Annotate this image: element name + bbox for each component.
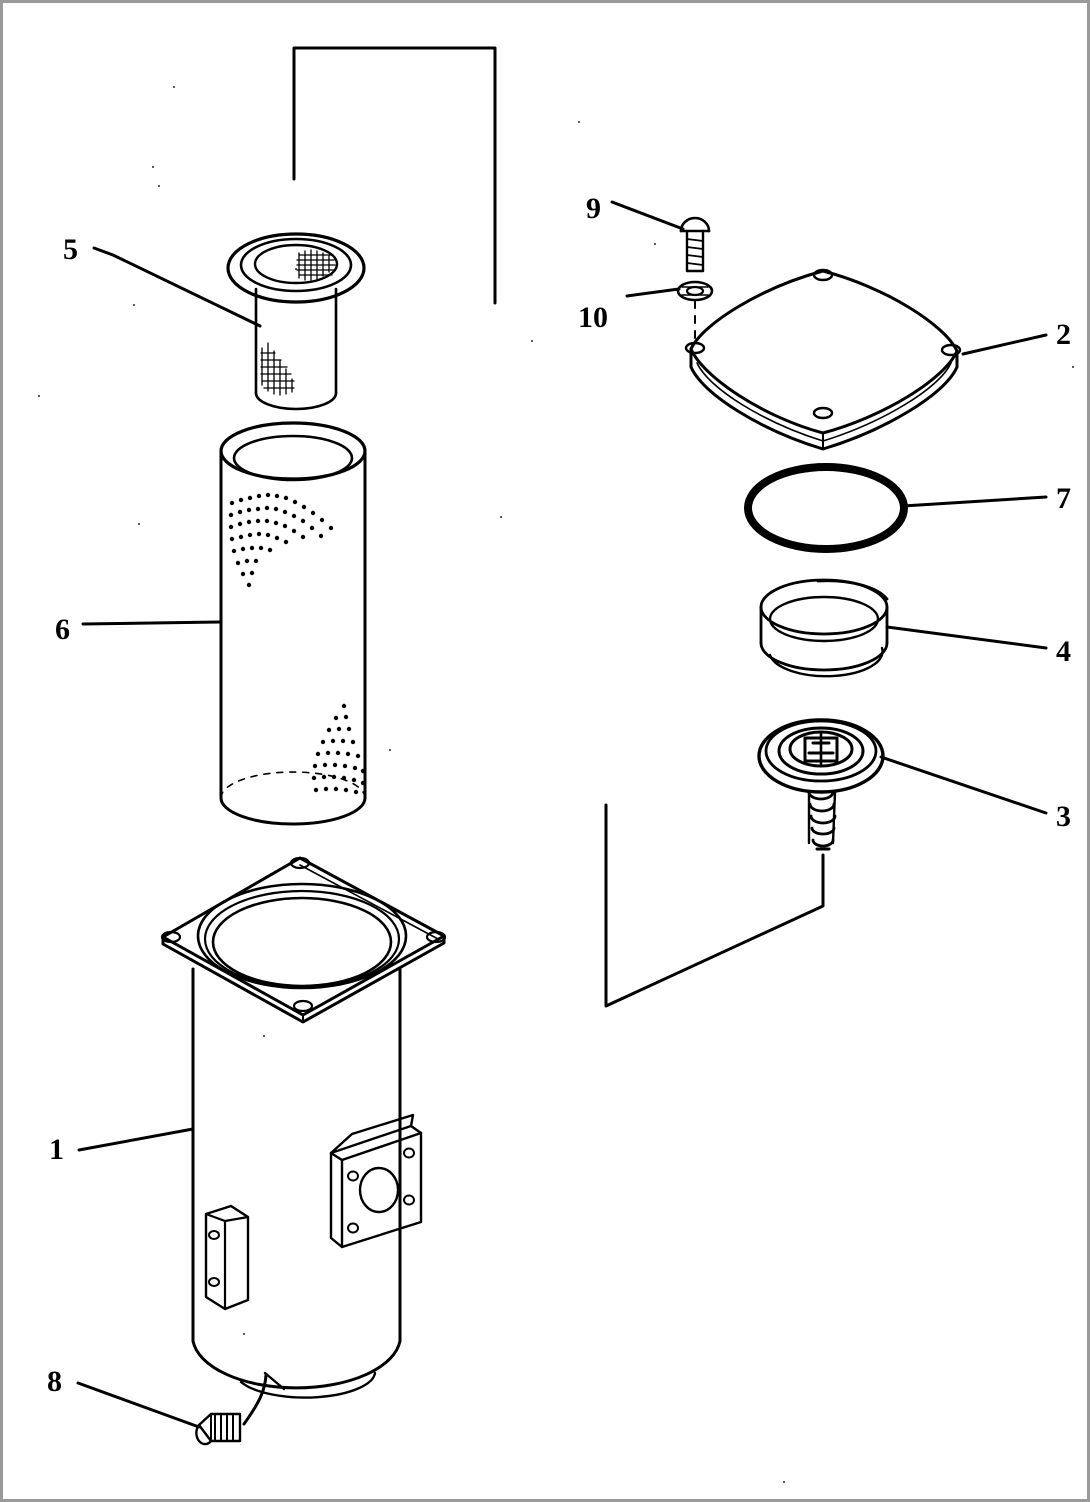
part-strainer-tube: [226, 232, 366, 411]
scan-speck: [38, 395, 40, 397]
callout-6: 6: [55, 613, 70, 646]
part-filter-element: [219, 421, 367, 826]
callout-5: 5: [63, 233, 78, 266]
leader-1: [77, 1127, 195, 1152]
scan-speck: [654, 243, 656, 245]
callout-10: 10: [578, 301, 608, 334]
part-bypass-valve: [757, 718, 885, 851]
callout-7: 7: [1056, 482, 1071, 515]
leader-9: [610, 200, 685, 231]
callout-3: 3: [1056, 800, 1071, 833]
scan-speck: [295, 268, 297, 270]
callout-4: 4: [1056, 635, 1071, 668]
leader-8: [76, 1381, 201, 1429]
leader-6: [81, 620, 221, 626]
assembly-bracket-bottom: [604, 803, 825, 1008]
leader-5: [92, 246, 262, 328]
part-spring-seat-ring: [759, 578, 889, 678]
leader-2: [961, 333, 1048, 356]
leader-4: [885, 625, 1048, 650]
scan-speck: [1072, 366, 1074, 368]
callout-9: 9: [586, 192, 601, 225]
part-filter-housing: [160, 856, 447, 1399]
leader-lines: [76, 200, 1048, 1429]
scan-speck: [152, 166, 154, 168]
part-bolt: [679, 216, 711, 273]
scan-speck: [531, 340, 533, 342]
leader-8-curve: [242, 1373, 268, 1426]
scan-speck: [133, 304, 135, 306]
scan-speck: [578, 121, 580, 123]
scan-speck: [263, 1035, 265, 1037]
scan-speck: [158, 185, 160, 187]
scan-speck: [243, 1333, 245, 1335]
callout-2: 2: [1056, 318, 1071, 351]
scan-speck: [500, 516, 502, 518]
scan-speck: [138, 523, 140, 525]
part-drain-plug: [195, 1412, 242, 1446]
callout-8: 8: [47, 1365, 62, 1398]
callout-1: 1: [49, 1133, 64, 1166]
leader-10: [625, 287, 681, 298]
part-washer: [676, 280, 714, 302]
scan-speck: [783, 1481, 785, 1483]
assembly-bracket-top: [292, 46, 497, 305]
scan-speck: [173, 86, 175, 88]
parts-diagram-canvas: [76, 46, 1048, 1446]
scan-speck: [389, 749, 391, 751]
part-o-ring: [744, 463, 908, 553]
leader-7: [901, 495, 1048, 508]
leader-3: [879, 755, 1048, 815]
part-cover-plate: [684, 268, 962, 451]
